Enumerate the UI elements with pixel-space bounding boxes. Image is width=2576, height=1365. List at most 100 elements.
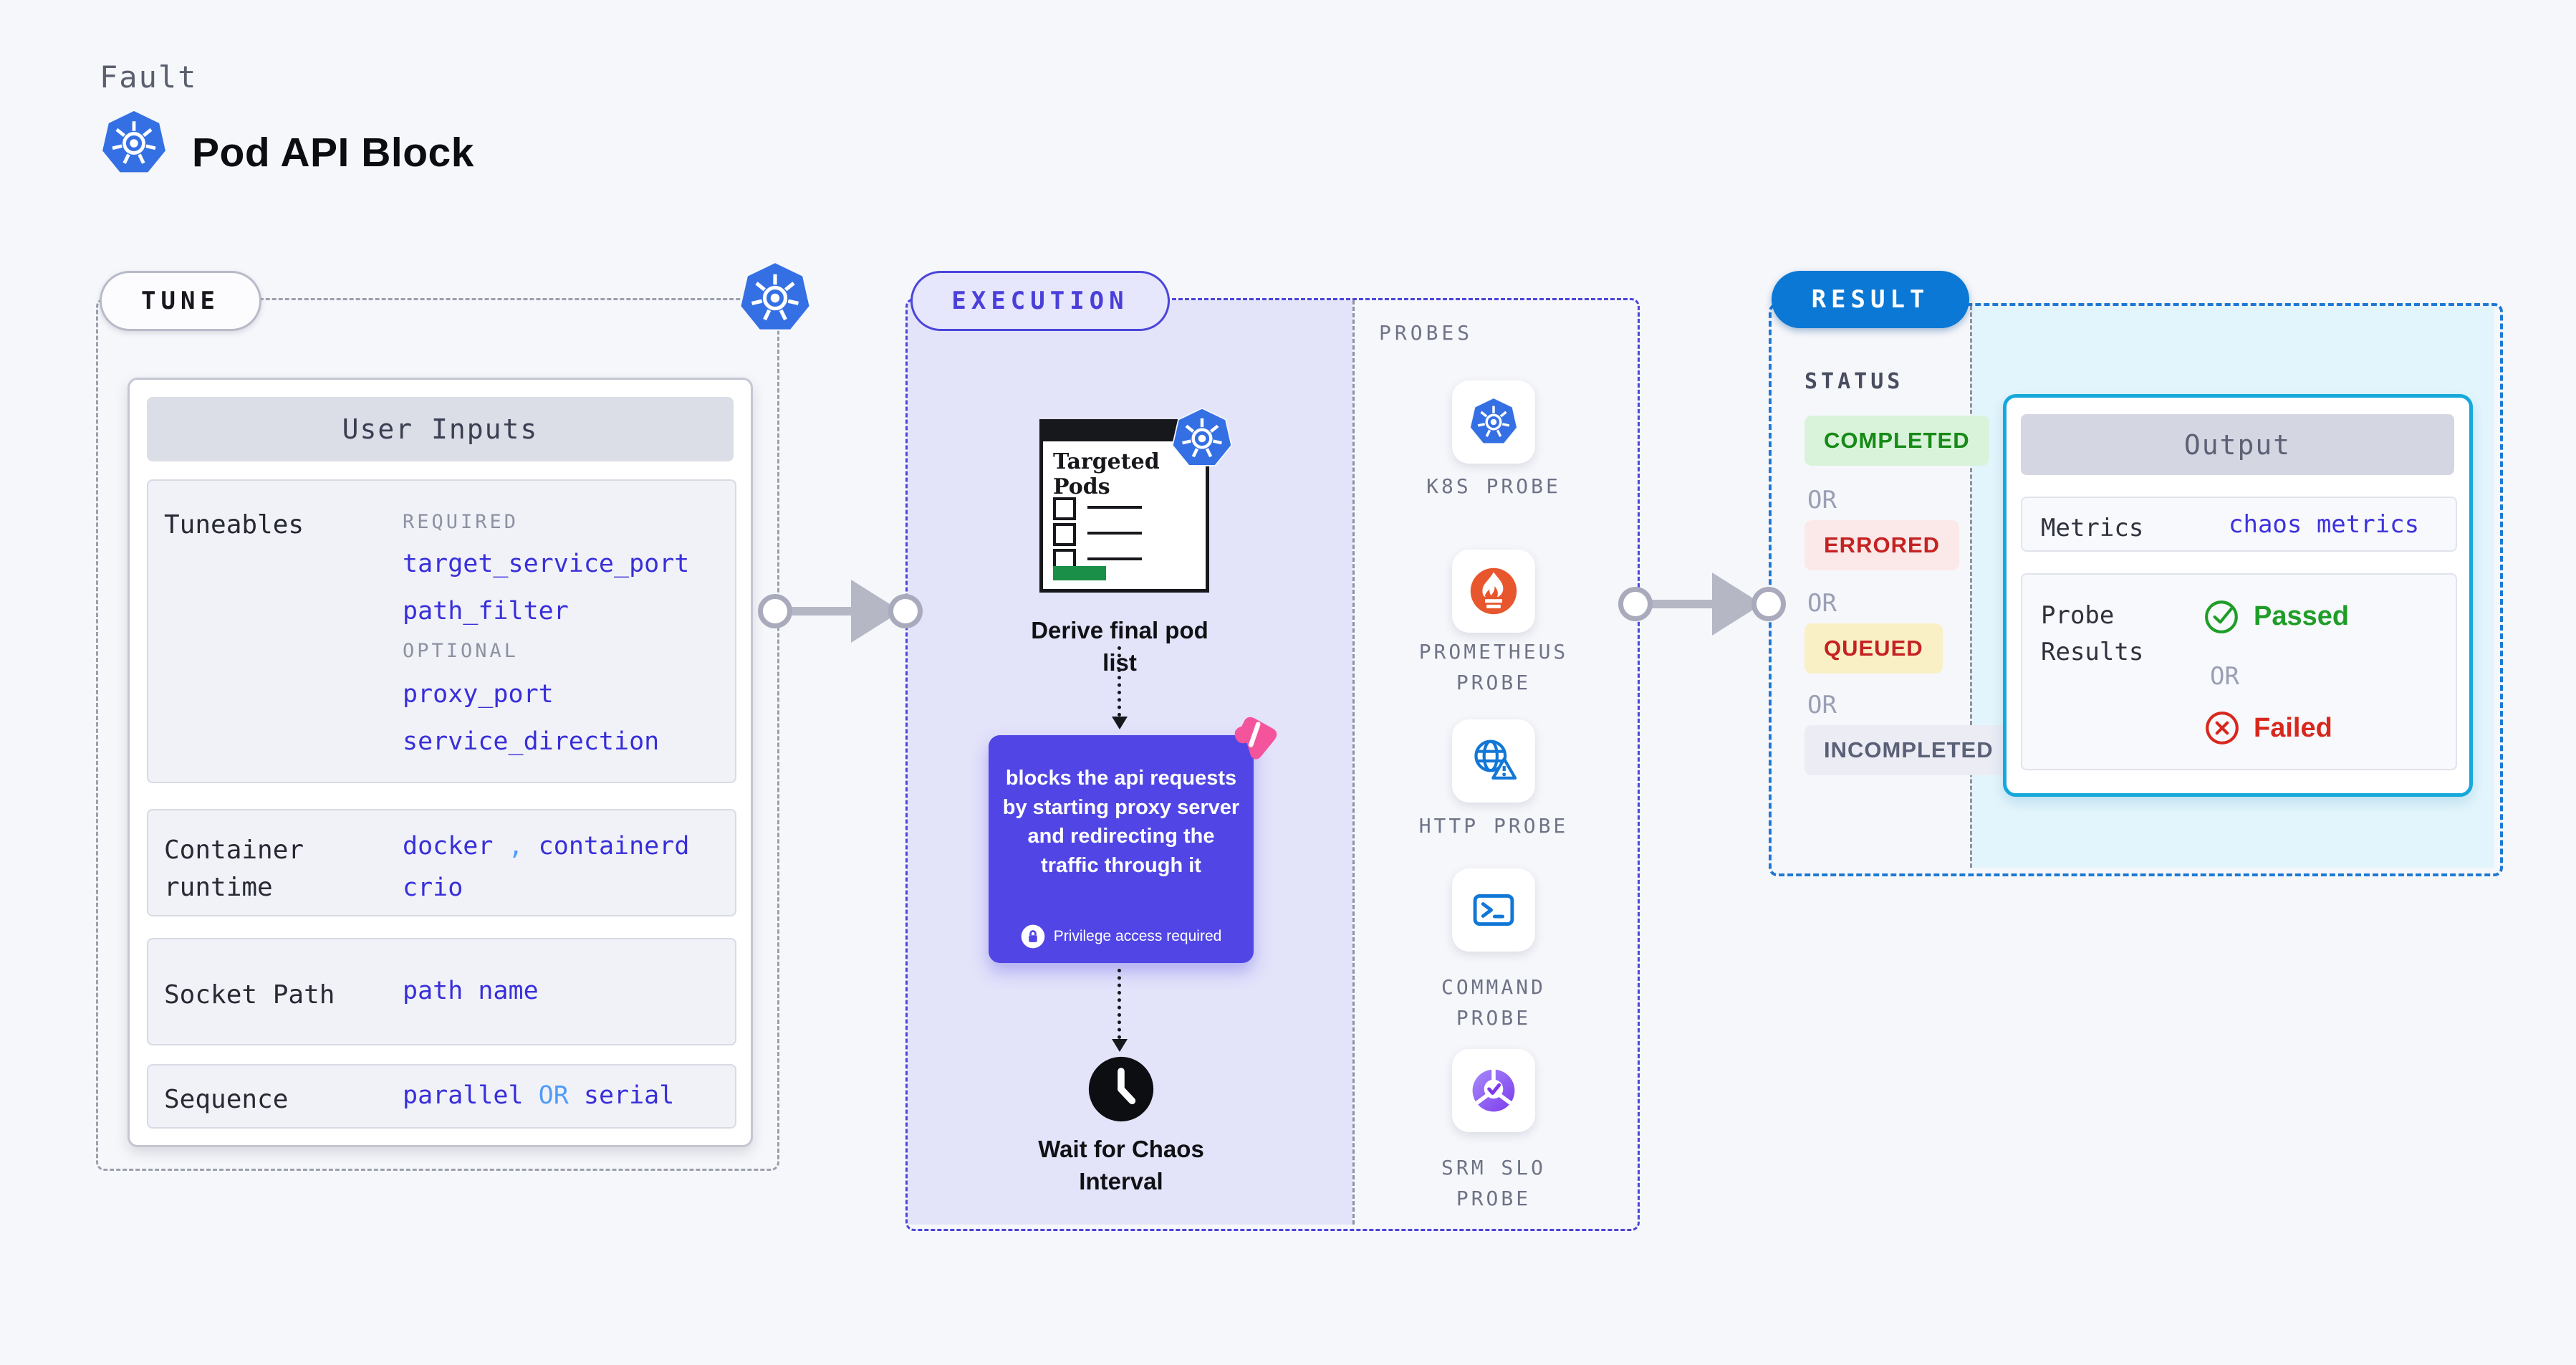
runtime-crio: crio — [403, 873, 463, 902]
kubernetes-pod-icon — [1171, 407, 1234, 470]
kubernetes-icon — [100, 109, 168, 178]
clock-icon — [1087, 1055, 1155, 1124]
wait-chaos-interval-label: Wait for Chaos Interval — [1038, 1136, 1204, 1194]
user-inputs-card: User Inputs Tuneables REQUIRED target_se… — [128, 378, 753, 1147]
tune-section-box — [96, 298, 779, 1171]
connector-node — [1618, 587, 1653, 621]
pod-line — [1087, 532, 1142, 535]
srm-slo-probe-card — [1452, 1049, 1535, 1132]
tuneable-service-direction: service_direction — [403, 727, 660, 756]
probes-heading: PROBES — [1379, 321, 1474, 345]
status-badge-queued: QUEUED — [1804, 623, 1943, 674]
result-status-separator — [1970, 306, 1972, 868]
srm-slo-probe-label: SRM SLO PROBE — [1441, 1156, 1546, 1211]
or-text: OR — [1807, 486, 1837, 514]
metrics-label: Metrics — [2041, 514, 2144, 542]
command-probe-card — [1452, 868, 1535, 952]
targeted-pods-title: Targeted Pods — [1053, 449, 1160, 499]
lock-icon — [1021, 924, 1045, 949]
tuneables-row: Tuneables REQUIRED target_service_port p… — [147, 479, 736, 783]
status-badge-incompleted: INCOMPLETED — [1804, 725, 2013, 775]
output-header: Output — [2021, 414, 2454, 475]
pod-line — [1087, 506, 1142, 509]
passed-label: Passed — [2254, 600, 2350, 631]
execution-label: EXECUTION — [951, 287, 1129, 315]
sequence-label: Sequence — [164, 1085, 289, 1114]
user-inputs-header: User Inputs — [147, 397, 734, 461]
or-text: OR — [1807, 691, 1837, 719]
probe-results-row: Probe Results Passed OR Failed — [2021, 573, 2457, 770]
flow-arrowhead-icon — [1112, 717, 1128, 729]
probe-result-passed: Passed — [2203, 598, 2349, 635]
slo-chart-icon — [1469, 1065, 1519, 1116]
k8s-probe-card — [1452, 380, 1535, 464]
x-circle-icon — [2203, 709, 2241, 747]
status-heading: STATUS — [1804, 369, 1904, 394]
prometheus-probe-card — [1452, 550, 1535, 633]
result-label: RESULT — [1811, 285, 1930, 314]
flow-dotted-line — [1118, 646, 1121, 717]
pod-progress-bar — [1053, 566, 1106, 580]
kubernetes-corner-icon — [738, 261, 812, 335]
prometheus-probe-label: PROMETHEUS PROBE — [1418, 640, 1569, 695]
runtime-containerd: containerd — [538, 832, 690, 861]
derive-pod-list-label: Derive final pod list — [1031, 617, 1208, 676]
execution-section-pill: EXECUTION — [910, 271, 1170, 331]
probe-results-label: Probe Results — [2041, 601, 2144, 666]
runtime-docker: docker — [403, 832, 494, 861]
failed-label: Failed — [2254, 712, 2332, 743]
metrics-value: chaos metrics — [2229, 510, 2420, 539]
kubernetes-icon — [1469, 397, 1519, 447]
container-runtime-label: Container runtime — [164, 835, 304, 903]
result-section-pill: RESULT — [1772, 271, 1969, 328]
metrics-row: Metrics chaos metrics — [2021, 497, 2457, 552]
fault-action-text: blocks the api requests by starting prox… — [1002, 767, 1240, 877]
socket-path-value: path name — [403, 977, 539, 1005]
sequence-or: OR — [538, 1081, 569, 1110]
connector-node — [888, 594, 923, 628]
container-runtime-values: docker , containerd — [403, 832, 689, 861]
sequence-serial: serial — [583, 1081, 675, 1110]
socket-path-row: Socket Path path name — [147, 938, 736, 1045]
globe-warning-icon — [1469, 736, 1519, 786]
or-text: OR — [2210, 662, 2239, 691]
sequence-values: parallel OR serial — [403, 1081, 674, 1110]
status-badge-completed: COMPLETED — [1804, 416, 1989, 466]
status-badge-errored: ERRORED — [1804, 520, 1960, 570]
k8s-probe-label: K8S PROBE — [1426, 474, 1561, 498]
fault-eyebrow: Fault — [100, 59, 198, 95]
tune-label: TUNE — [141, 287, 220, 315]
terminal-icon — [1469, 885, 1519, 935]
privilege-note-text: Privilege access required — [1053, 928, 1222, 944]
pod-line — [1087, 557, 1142, 560]
page-title: Pod API Block — [192, 130, 474, 176]
http-probe-card — [1452, 719, 1535, 803]
privilege-note: Privilege access required — [989, 924, 1254, 949]
flow-arrowhead-icon — [1112, 1039, 1128, 1052]
tuneables-label: Tuneables — [164, 510, 304, 540]
command-probe-label: COMMAND PROBE — [1441, 975, 1546, 1030]
required-heading: REQUIRED — [403, 511, 519, 533]
connector-node — [758, 594, 792, 628]
tuneable-proxy-port: proxy_port — [403, 680, 554, 709]
prometheus-icon — [1469, 566, 1519, 616]
tuneable-target-service-port: target_service_port — [403, 550, 690, 578]
runtime-comma: , — [508, 832, 524, 861]
or-text: OR — [1807, 589, 1837, 618]
execution-probes-separator — [1352, 300, 1355, 1225]
chaos-pink-icon — [1229, 711, 1281, 762]
tune-section-pill: TUNE — [100, 271, 261, 331]
http-probe-label: HTTP PROBE — [1418, 814, 1569, 838]
execution-section-box — [905, 298, 1640, 1231]
fault-action-box: blocks the api requests by starting prox… — [989, 735, 1254, 963]
socket-path-label: Socket Path — [164, 980, 335, 1010]
sequence-parallel: parallel — [403, 1081, 524, 1110]
probe-result-failed: Failed — [2203, 709, 2332, 747]
check-circle-icon — [2203, 598, 2241, 635]
pod-checkbox — [1053, 523, 1076, 546]
flow-dotted-line — [1118, 969, 1121, 1039]
pod-checkbox — [1053, 497, 1076, 520]
optional-heading: OPTIONAL — [403, 640, 519, 662]
sequence-row: Sequence parallel OR serial — [147, 1064, 736, 1129]
